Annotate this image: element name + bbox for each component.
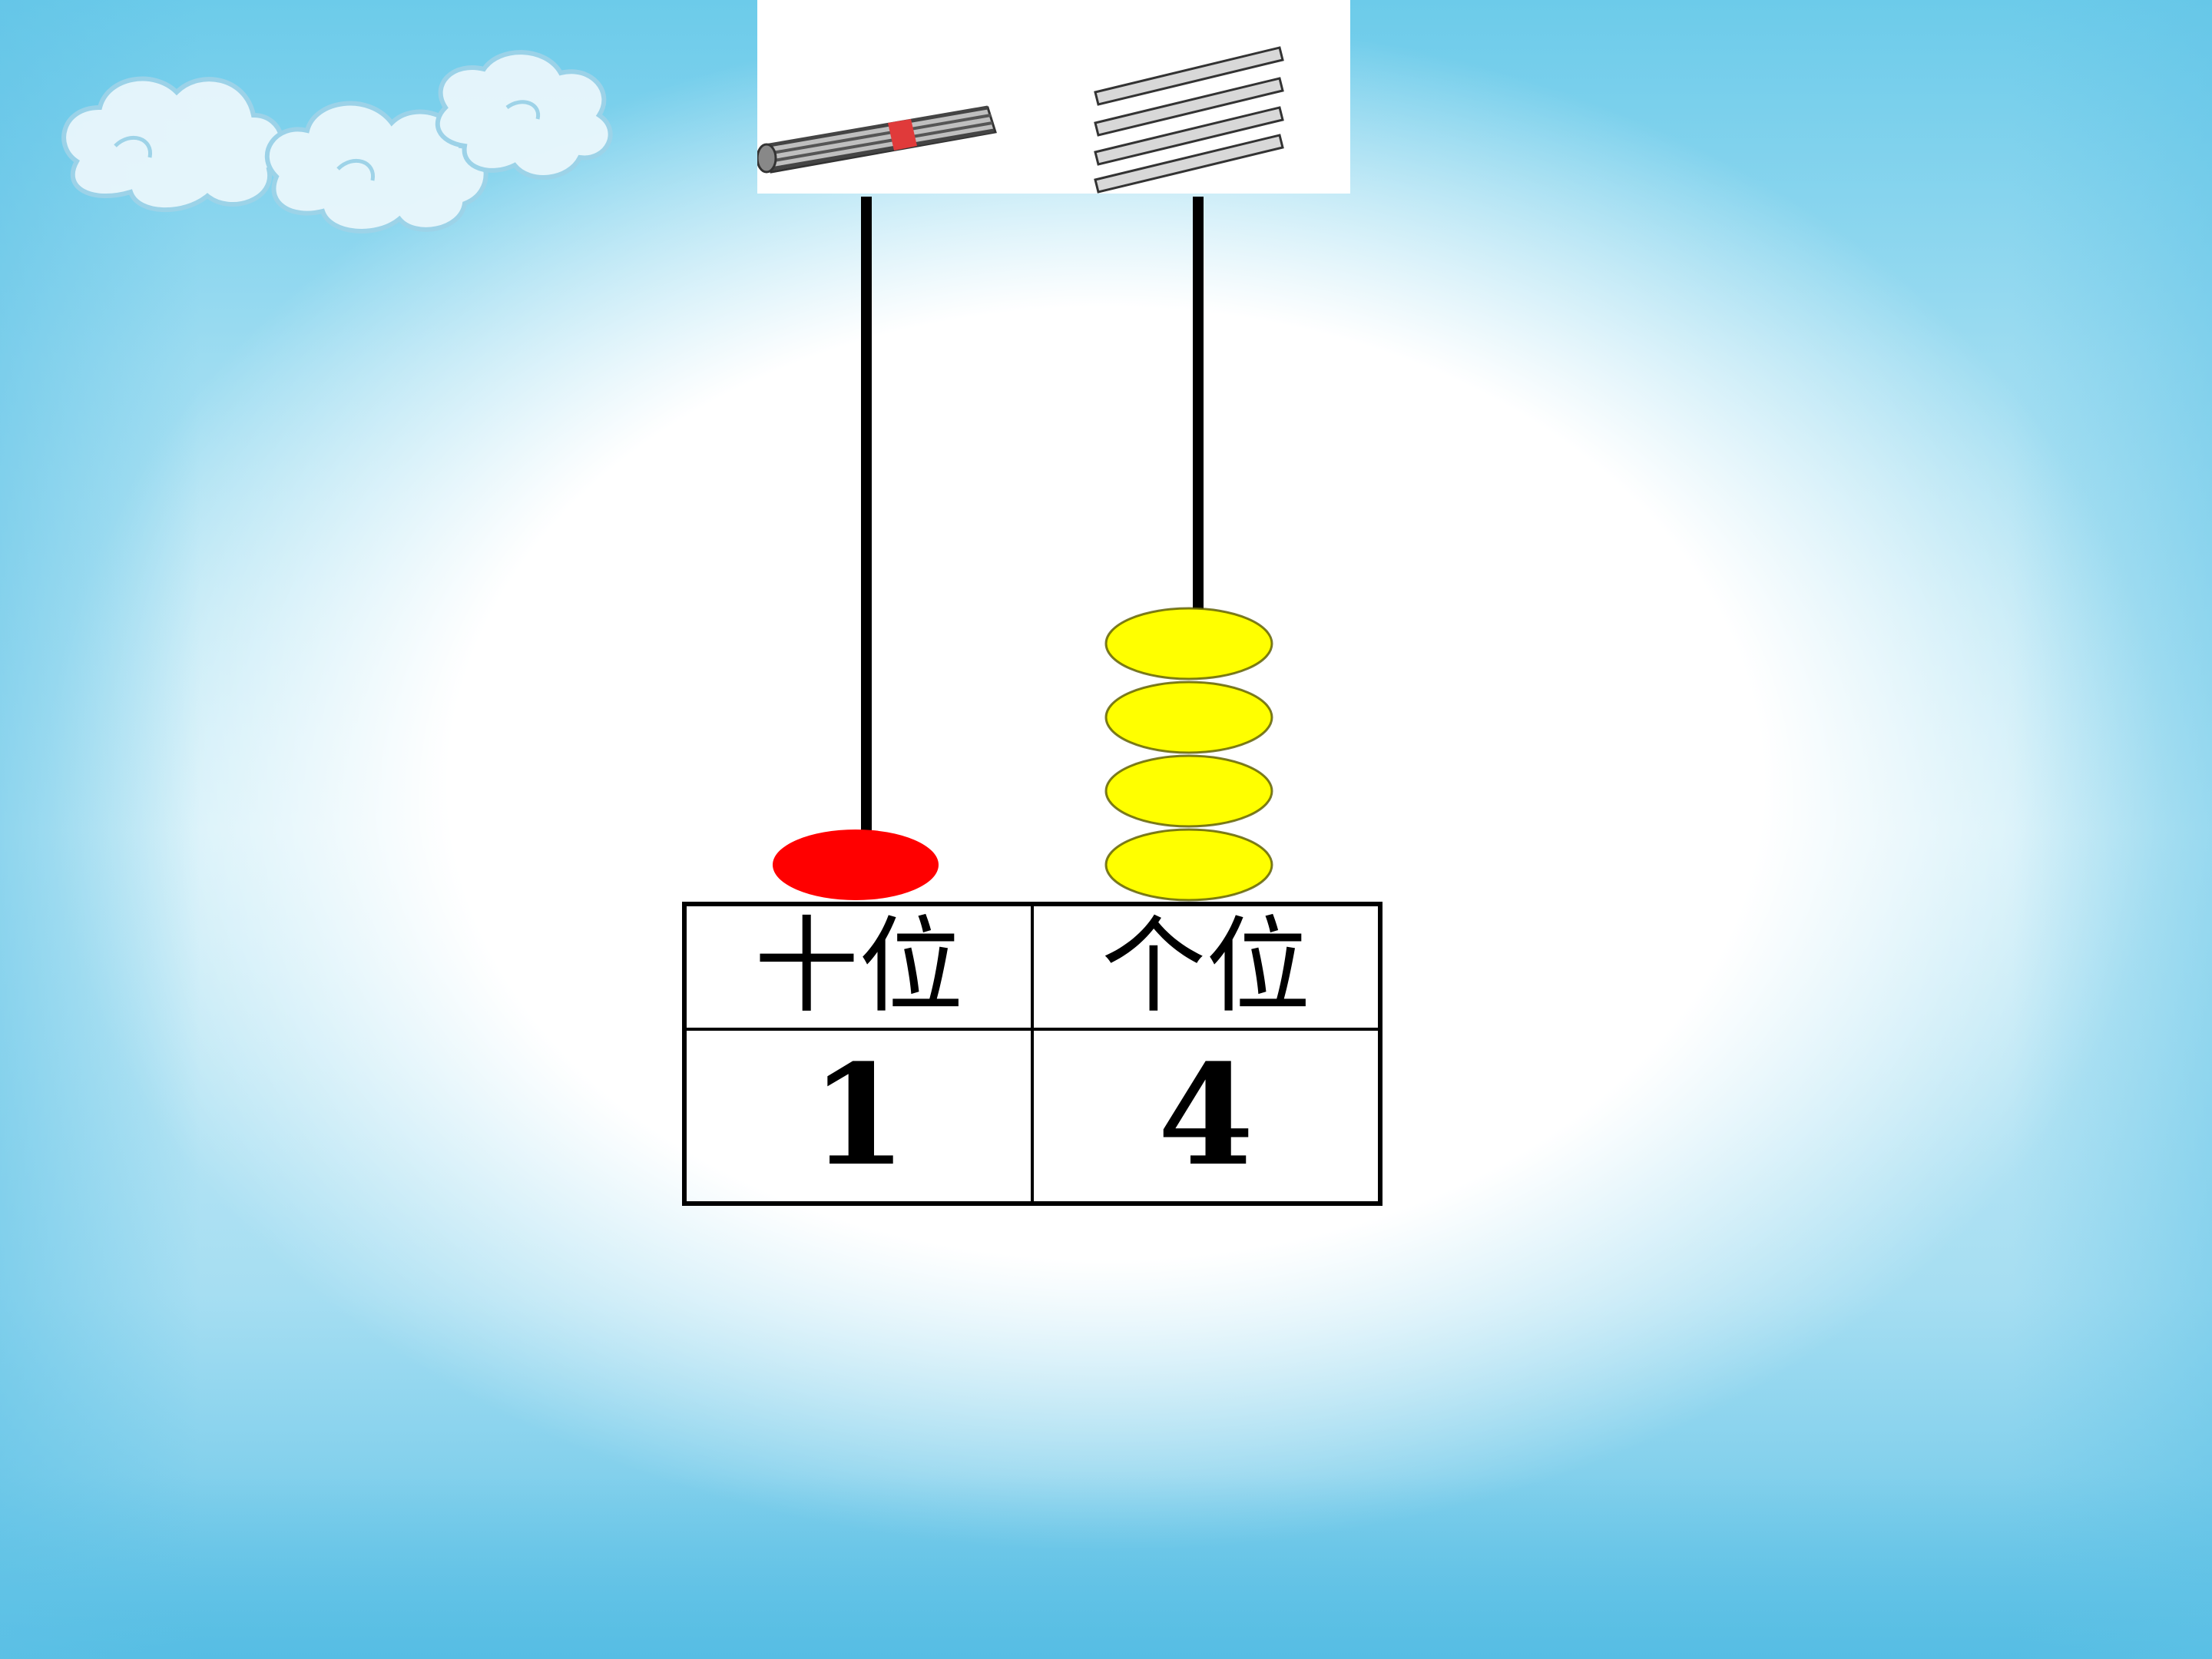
ones-digit: 4 bbox=[1032, 1029, 1380, 1204]
place-value-table: 十位 个位 1 4 bbox=[682, 902, 1382, 1206]
table-value-row: 1 4 bbox=[684, 1029, 1380, 1204]
table-header-row: 十位 个位 bbox=[684, 904, 1380, 1029]
ones-bead bbox=[1106, 830, 1272, 900]
tens-bead bbox=[773, 830, 939, 900]
ones-bead bbox=[1106, 756, 1272, 826]
tens-place-header: 十位 bbox=[684, 904, 1032, 1029]
ones-bead bbox=[1106, 608, 1272, 679]
ones-place-header: 个位 bbox=[1032, 904, 1380, 1029]
ones-bead bbox=[1106, 682, 1272, 753]
tens-digit: 1 bbox=[684, 1029, 1032, 1204]
